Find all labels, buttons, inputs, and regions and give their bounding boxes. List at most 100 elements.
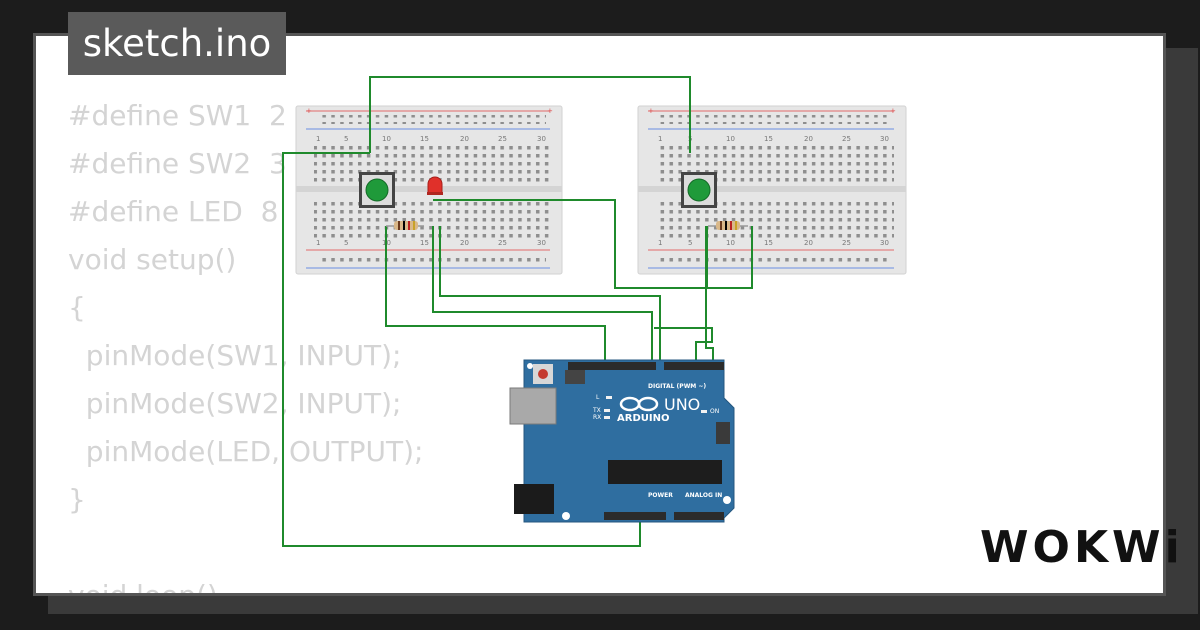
wokwi-logo[interactable]: WOKWi (980, 522, 1184, 573)
digital-header (568, 362, 656, 370)
code-line: { (68, 291, 86, 324)
column-label: 1 (316, 239, 320, 247)
column-label: 30 (537, 135, 546, 143)
l-label: L (596, 394, 600, 401)
rail-label: + (890, 107, 896, 115)
center-channel (638, 186, 906, 192)
column-label: 25 (842, 135, 851, 143)
resistor-2[interactable] (708, 221, 748, 230)
arduino-infinity-logo (619, 396, 659, 412)
column-label: 20 (804, 239, 813, 247)
column-label: 5 (344, 135, 348, 143)
column-label: 15 (764, 239, 773, 247)
power-header (604, 512, 666, 520)
code-line: pinMode(SW2, INPUT); (68, 387, 402, 420)
on-label: ON (710, 408, 719, 415)
rail-label: + (648, 107, 654, 115)
power-label: POWER (648, 492, 673, 499)
tx-led (604, 409, 610, 412)
pushbutton-1[interactable] (359, 172, 395, 208)
wire (282, 152, 641, 547)
column-label: 15 (420, 135, 429, 143)
mount-hole (723, 496, 731, 504)
code-line: pinMode(SW1, INPUT); (68, 339, 402, 372)
rail-holes (318, 115, 546, 124)
column-label: 15 (420, 239, 429, 247)
column-label: 25 (498, 239, 507, 247)
column-label: 1 (658, 135, 662, 143)
resistor-band (408, 221, 410, 230)
analog-label: ANALOG IN (685, 492, 722, 499)
arduino-brand: ARDUINO (617, 413, 669, 424)
column-label: 25 (842, 239, 851, 247)
code-preview: #define SW1 2 #define SW2 3 #define LED … (68, 92, 424, 593)
code-line: #define LED 8 (68, 195, 279, 228)
terminal-holes-top (314, 143, 550, 183)
code-line: pinMode(LED, OUTPUT); (68, 435, 424, 468)
arduino-uno[interactable]: ARDUINO UNO DIGITAL (PWM ~) ANALOG IN PO… (509, 359, 735, 523)
column-label: 20 (460, 239, 469, 247)
wire (385, 226, 606, 363)
wire (705, 226, 714, 363)
button-cap (365, 178, 389, 202)
rx-label: RX (593, 414, 601, 421)
led-body (427, 176, 443, 195)
column-label: 10 (726, 135, 735, 143)
resistor-1[interactable] (386, 221, 424, 230)
rail-holes (660, 115, 890, 124)
code-line: #define SW1 2 (68, 99, 287, 132)
l-led (606, 396, 612, 399)
resistor-band (398, 221, 400, 230)
wire (432, 226, 653, 363)
column-label: 25 (498, 135, 507, 143)
column-label: 30 (537, 239, 546, 247)
button-cap (687, 178, 711, 202)
resistor-band (725, 221, 727, 230)
rail-label: + (547, 107, 553, 115)
mount-hole (527, 363, 533, 369)
wire (439, 226, 661, 363)
power-jack (514, 484, 554, 514)
icsp-header-2 (716, 422, 730, 444)
digital-header (664, 362, 724, 370)
column-label: 10 (726, 239, 735, 247)
atmega-chip (608, 460, 722, 484)
column-label: 30 (880, 135, 889, 143)
preview-card: #define SW1 2 #define SW2 3 #define LED … (33, 33, 1166, 596)
file-name-tag[interactable]: sketch.ino (68, 12, 286, 75)
resistor-band (730, 221, 732, 230)
column-label: 5 (688, 239, 692, 247)
analog-header (674, 512, 724, 520)
rx-led (604, 416, 610, 419)
column-label: 20 (460, 135, 469, 143)
resistor-band (720, 221, 722, 230)
pushbutton-2[interactable] (681, 172, 717, 208)
wire (369, 76, 691, 153)
tx-label: TX (592, 407, 601, 414)
column-label: 30 (880, 239, 889, 247)
resistor-band (735, 221, 737, 230)
column-label: 1 (658, 239, 662, 247)
red-led[interactable] (427, 176, 443, 195)
wire (654, 327, 713, 363)
led-rim (427, 192, 443, 195)
column-label: 1 (316, 135, 320, 143)
code-line: void setup() (68, 243, 237, 276)
wires (282, 76, 753, 547)
code-line: } (68, 483, 86, 516)
column-label: 15 (764, 135, 773, 143)
rail-label: + (306, 107, 312, 115)
usb-port (509, 387, 557, 425)
rail-holes (660, 256, 890, 265)
mount-hole (562, 512, 570, 520)
column-label: 5 (344, 239, 348, 247)
wire (620, 226, 753, 289)
breadboard-right: + + 1 5 10 15 20 25 30 1 5 10 15 20 25 3… (637, 105, 907, 275)
digital-label: DIGITAL (PWM ~) (648, 383, 706, 390)
reset-button (538, 369, 548, 379)
on-led (701, 410, 707, 413)
resistor-band (403, 221, 405, 230)
column-label: 20 (804, 135, 813, 143)
resistor-band (413, 221, 415, 230)
